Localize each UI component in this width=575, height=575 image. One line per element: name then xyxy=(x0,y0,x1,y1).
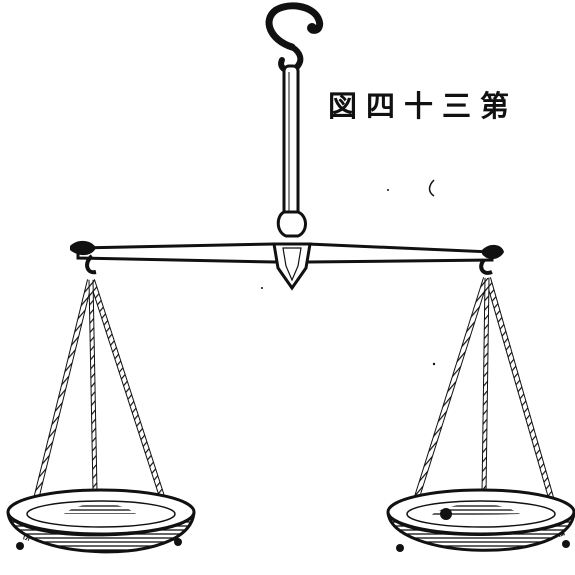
figure-caption: 図四十三第 xyxy=(328,89,519,123)
handle-rod xyxy=(276,64,307,238)
pointer-needle xyxy=(272,242,312,291)
print-specks xyxy=(261,179,436,366)
right-pan xyxy=(386,488,575,552)
hook-icon xyxy=(265,2,324,74)
right-pan-strings xyxy=(403,277,565,537)
left-pan xyxy=(6,488,196,554)
